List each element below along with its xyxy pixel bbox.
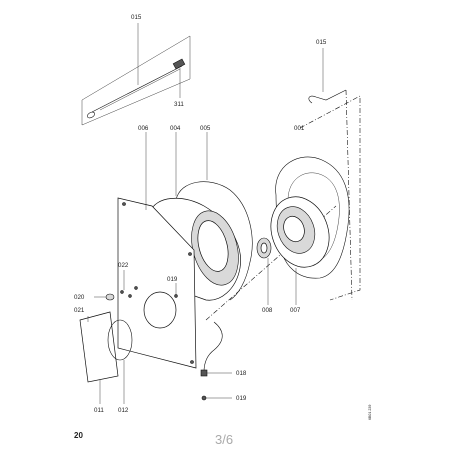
screw-019-b xyxy=(201,395,207,401)
label-022: 022 xyxy=(118,262,129,269)
part-011-cover xyxy=(79,311,119,404)
label-019-a: 019 xyxy=(167,276,178,283)
label-015-top: 015 xyxy=(131,14,142,21)
nut-020 xyxy=(105,293,115,301)
label-020: 020 xyxy=(74,294,85,301)
screw-022-b xyxy=(128,294,132,298)
part-012-gasket xyxy=(107,319,133,404)
part-006-plate xyxy=(117,132,197,369)
part-018-cable xyxy=(200,321,232,401)
screw-022-c xyxy=(134,286,138,290)
pager: 3/6 xyxy=(215,432,233,447)
flange-hole xyxy=(283,215,305,243)
label-006: 006 xyxy=(138,125,149,132)
page-number: 20 xyxy=(74,431,83,440)
probe-connector xyxy=(172,58,186,70)
label-012: 012 xyxy=(118,407,129,414)
probe-small xyxy=(308,48,353,301)
label-018: 018 xyxy=(236,370,247,377)
label-311: 311 xyxy=(174,101,184,108)
label-019-b: 019 xyxy=(236,395,247,402)
gasket-inner xyxy=(287,172,340,263)
plate-screw-2 xyxy=(188,252,192,256)
gasket-012 xyxy=(107,319,133,361)
plate-screw-3 xyxy=(190,360,194,364)
small-probe-body xyxy=(308,89,347,104)
label-015-right: 015 xyxy=(316,39,327,46)
probe-route-line xyxy=(345,89,353,301)
cable-018 xyxy=(203,321,223,373)
plate-hole xyxy=(143,291,177,329)
probe-loop xyxy=(87,111,95,119)
plate-screw-1 xyxy=(122,202,126,206)
plate-body xyxy=(117,197,197,369)
label-021: 021 xyxy=(74,307,85,314)
part-005-gasket xyxy=(175,132,253,301)
screw-022-a xyxy=(120,290,124,294)
label-011: 011 xyxy=(94,407,104,414)
cable-plug xyxy=(200,369,208,377)
part-007-flange xyxy=(270,196,330,305)
inset-frame xyxy=(81,35,191,126)
cover-plate xyxy=(79,311,119,383)
drawing-code: 6B01 239 xyxy=(368,405,372,420)
inset-probe-assembly xyxy=(81,23,191,126)
probe-rod xyxy=(91,65,183,113)
label-001: 001 xyxy=(294,125,305,132)
small-hardware xyxy=(94,270,178,301)
label-004: 004 xyxy=(170,125,181,132)
gasket-frame xyxy=(299,95,361,301)
ring-hole xyxy=(260,242,268,254)
label-005: 005 xyxy=(200,125,211,132)
label-007: 007 xyxy=(290,307,301,314)
gasket-005-outline xyxy=(175,181,253,301)
probe-wire xyxy=(99,68,181,111)
chamber-inner xyxy=(197,220,229,272)
label-008: 008 xyxy=(262,307,273,314)
part-008-ring xyxy=(256,237,272,305)
screw-019-a xyxy=(174,294,178,298)
